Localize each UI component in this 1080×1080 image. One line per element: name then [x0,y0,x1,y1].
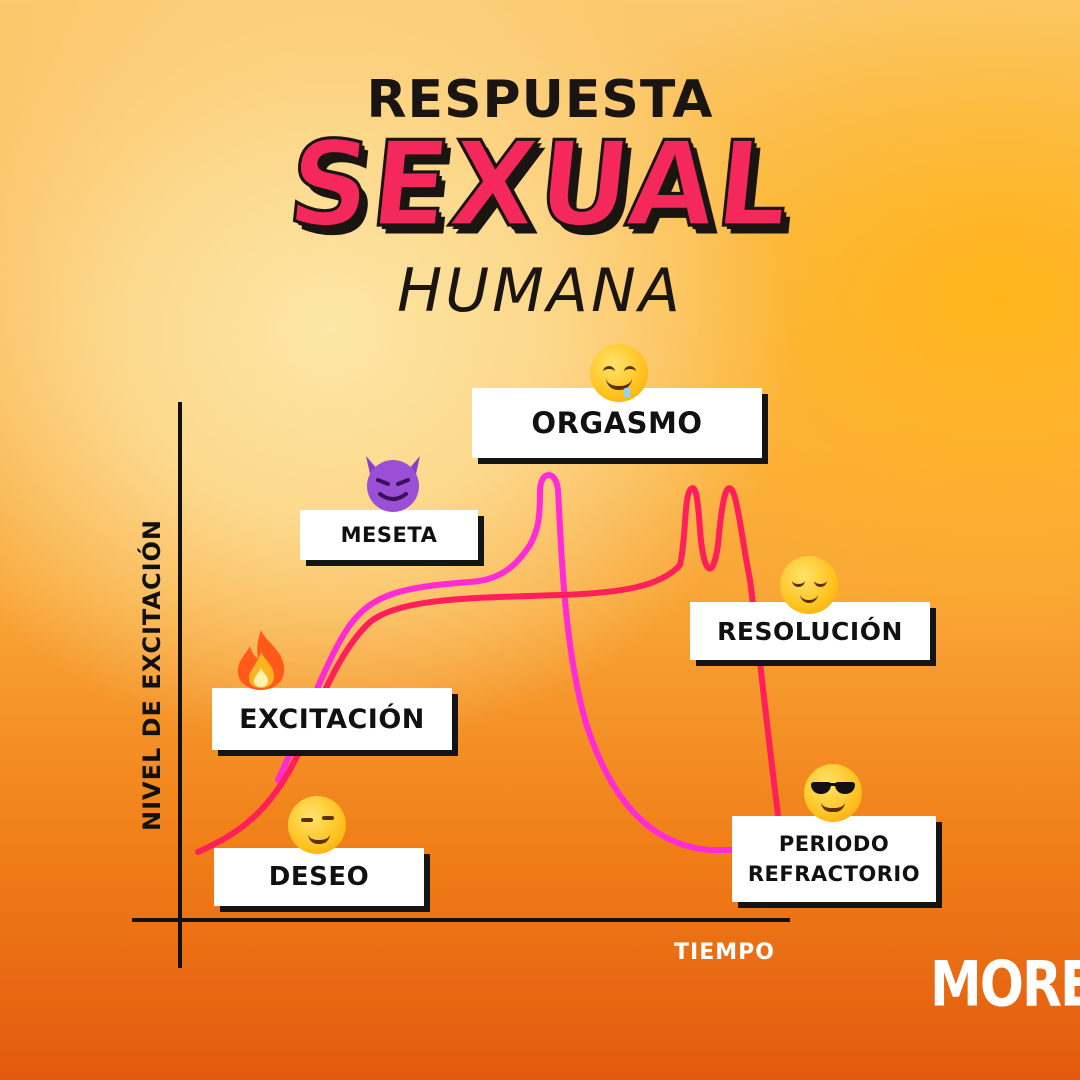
curve-magenta [275,472,738,853]
smirk-face-icon [288,796,346,854]
relieved-face-icon [780,556,838,614]
phase-box-excitacion: EXCITACIÓN [212,688,452,750]
y-axis [178,402,182,968]
x-axis-label: TIEMPO [674,940,775,965]
fire-icon [237,630,285,690]
phase-label-meseta: MESETA [340,523,438,547]
curve-red [195,485,781,855]
drooling-face-icon [590,344,648,402]
phase-label-orgasmo: ORGASMO [531,406,703,440]
phase-box-meseta: MESETA [300,510,478,560]
phase-label-periodo-line2: REFRACTORIO [747,862,921,886]
sunglasses-face-icon [804,764,862,822]
x-axis [132,918,790,922]
phase-box-deseo: DESEO [214,848,424,906]
phase-label-resolucion: RESOLUCIÓN [717,616,903,646]
smiling-devil-icon [366,456,420,512]
phase-label-excitacion: EXCITACIÓN [239,703,425,735]
title-line-3: HUMANA [397,256,683,326]
phase-box-periodo-refractorio: PERIODO REFRACTORIO [732,816,936,902]
phase-label-periodo-line1: PERIODO [778,832,890,856]
brand-logo: MORE [930,949,1080,1021]
phase-label-deseo: DESEO [268,862,370,892]
title-line-1: RESPUESTA [366,70,714,130]
